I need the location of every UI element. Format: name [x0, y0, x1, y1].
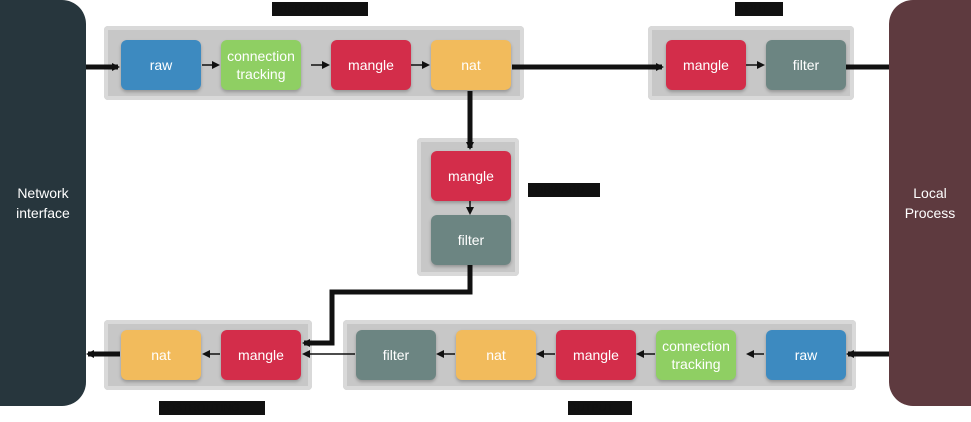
output-mangle-table: mangle — [556, 330, 636, 380]
local-process-block: Local Process — [889, 0, 971, 406]
prerouting-raw-table: raw — [121, 40, 201, 90]
input-title: INPUT — [735, 2, 783, 16]
forward-mangle-table: mangle — [431, 151, 511, 201]
input-filter-table: filter — [766, 40, 846, 90]
input-mangle-table: mangle — [666, 40, 746, 90]
prerouting-mangle-table: mangle — [331, 40, 411, 90]
output-filter-table: filter — [356, 330, 436, 380]
postrouting-nat-table: nat — [121, 330, 201, 380]
network-interface-block: Network interface — [0, 0, 86, 406]
postrouting-title: POSTROUTING — [159, 401, 265, 415]
prerouting-conntrack-table: connection tracking — [221, 40, 301, 90]
prerouting-nat-table: nat — [431, 40, 511, 90]
postrouting-mangle-table: mangle — [221, 330, 301, 380]
forward-filter-table: filter — [431, 215, 511, 265]
output-nat-table: nat — [456, 330, 536, 380]
forward-title: FORWARD — [528, 183, 600, 197]
prerouting-title: PREROUTING — [272, 2, 368, 16]
output-title: OUTPUT — [568, 401, 632, 415]
output-raw-table: raw — [766, 330, 846, 380]
output-conntrack-table: connection tracking — [656, 330, 736, 380]
local-process-label: Local Process — [904, 185, 956, 221]
network-interface-label: Network interface — [16, 185, 70, 221]
